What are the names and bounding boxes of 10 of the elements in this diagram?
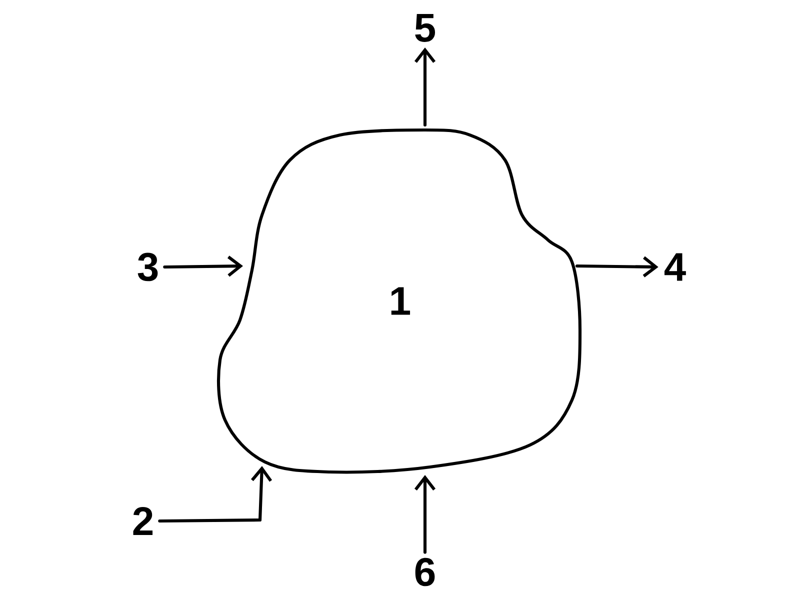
number-label: 5 (415, 14, 436, 42)
number-label: 6 (415, 558, 435, 586)
arrow (158, 466, 272, 523)
arrow (163, 256, 243, 277)
number-label: 3 (138, 252, 158, 282)
number-label: 2 (133, 507, 153, 535)
arrow (414, 48, 436, 127)
arrow (575, 256, 658, 278)
arrow (414, 475, 436, 554)
number-label: 4 (664, 253, 686, 281)
